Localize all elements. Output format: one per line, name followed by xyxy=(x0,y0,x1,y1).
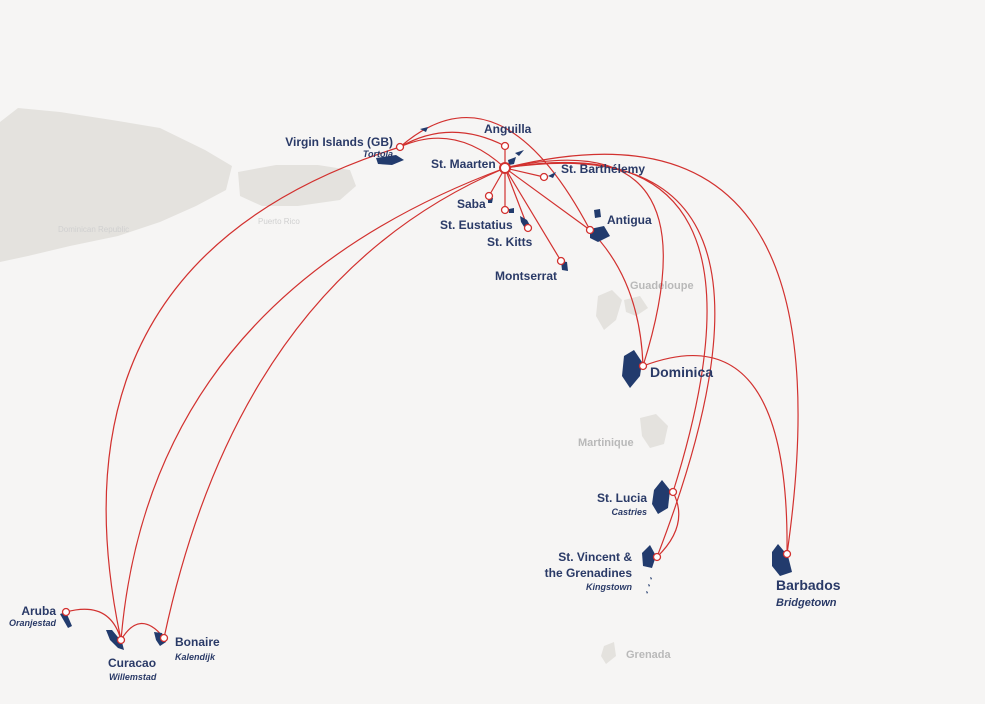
st-kitts-node[interactable] xyxy=(523,223,533,233)
bridgetown-caption: Bridgetown xyxy=(776,597,837,609)
grenada-label: Grenada xyxy=(626,649,672,661)
antigua-node[interactable] xyxy=(585,225,595,235)
puerto-rico-land xyxy=(238,165,356,206)
kalendijk-caption: Kalendijk xyxy=(175,652,216,662)
martinique-land xyxy=(640,414,668,448)
bonaire-label[interactable]: Bonaire xyxy=(175,635,220,649)
st-maarten-island xyxy=(508,157,516,165)
airport-nodes xyxy=(61,141,792,645)
curacao-label[interactable]: Curacao xyxy=(108,656,156,670)
curacao-island xyxy=(106,630,124,650)
route-sxm-dominica xyxy=(504,159,664,367)
aruba-node[interactable] xyxy=(61,607,71,617)
st-lucia-island xyxy=(652,480,670,514)
route-stlucia-stvincent xyxy=(656,491,680,558)
st-maarten-hub-node[interactable] xyxy=(499,162,511,174)
oranjestad-caption: Oranjestad xyxy=(9,618,57,628)
route-dominica-barbados xyxy=(642,355,788,555)
st-lucia-node[interactable] xyxy=(668,487,678,497)
st-vincent-label-line2[interactable]: the Grenadines xyxy=(545,566,633,580)
route-sxm-curacao xyxy=(120,167,506,641)
st-eustatius-island xyxy=(509,208,514,213)
route-sxm-stvincent xyxy=(504,162,716,558)
background-place-labels: Guadeloupe Martinique Grenada Puerto Ric… xyxy=(58,217,694,661)
aruba-island xyxy=(60,612,72,628)
route-tortola-anguilla xyxy=(399,131,506,148)
anguilla-label[interactable]: Anguilla xyxy=(484,122,532,136)
st-eustatius-node[interactable] xyxy=(500,205,510,215)
st-barthelemy-label[interactable]: St. Barthélemy xyxy=(561,162,645,176)
martinique-label: Martinique xyxy=(578,437,634,449)
tortola-node[interactable] xyxy=(395,142,405,152)
st-kitts-label[interactable]: St. Kitts xyxy=(487,235,533,249)
routes xyxy=(65,117,799,641)
barbados-island xyxy=(772,544,792,576)
st-maarten-label[interactable]: St. Maarten xyxy=(431,157,496,171)
tortola-caption: Tortola xyxy=(363,149,393,159)
route-tortola-curacao xyxy=(105,146,401,641)
willemstad-caption: Willemstad xyxy=(109,672,157,682)
route-aruba-curacao xyxy=(65,608,122,641)
st-lucia-label[interactable]: St. Lucia xyxy=(597,491,647,505)
virgin-islands-label[interactable]: Virgin Islands (GB) xyxy=(285,135,393,149)
castries-caption: Castries xyxy=(611,507,647,517)
route-sxm-stbarth xyxy=(504,167,545,178)
route-sxm-tortola xyxy=(399,137,506,169)
route-sxm-montserrat xyxy=(504,167,562,262)
st-vincent-island xyxy=(642,545,656,568)
hispaniola-land xyxy=(0,108,232,262)
puerto-rico-label: Puerto Rico xyxy=(258,217,300,226)
destination-labels: Virgin Islands (GB) Tortola Anguilla St.… xyxy=(9,122,841,682)
guadeloupe-land xyxy=(596,290,648,330)
antigua-label[interactable]: Antigua xyxy=(607,213,652,227)
route-sxm-barbados xyxy=(504,153,799,555)
route-antigua-dominica xyxy=(589,229,644,367)
virgin-islands-island xyxy=(376,127,428,165)
aruba-label[interactable]: Aruba xyxy=(21,604,56,618)
route-sxm-stkitts xyxy=(504,167,529,229)
dominica-label[interactable]: Dominica xyxy=(650,364,713,380)
route-sxm-antigua xyxy=(504,167,591,231)
barbados-label[interactable]: Barbados xyxy=(776,577,841,593)
grenadines-islets xyxy=(646,577,652,594)
dominica-node[interactable] xyxy=(638,361,648,371)
st-barthelemy-island xyxy=(548,172,556,178)
barbados-node[interactable] xyxy=(782,549,792,559)
route-sxm-bonaire xyxy=(163,167,506,639)
st-vincent-node[interactable] xyxy=(652,552,662,562)
st-eustatius-label[interactable]: St. Eustatius xyxy=(440,218,513,232)
curacao-node[interactable] xyxy=(116,635,126,645)
grenada-land xyxy=(601,642,616,664)
saba-node[interactable] xyxy=(484,191,494,201)
anguilla-node[interactable] xyxy=(500,141,510,151)
dominican-republic-label: Dominican Republic xyxy=(58,225,129,234)
kingstown-caption: Kingstown xyxy=(586,582,632,592)
st-vincent-label-line1[interactable]: St. Vincent & xyxy=(558,550,632,564)
st-barthelemy-node[interactable] xyxy=(539,172,549,182)
montserrat-label[interactable]: Montserrat xyxy=(495,269,557,283)
anguilla-island xyxy=(515,150,524,156)
dominica-island xyxy=(622,350,642,388)
montserrat-node[interactable] xyxy=(556,256,566,266)
antigua-island xyxy=(590,209,610,242)
bonaire-node[interactable] xyxy=(159,633,169,643)
saba-label[interactable]: Saba xyxy=(457,197,486,211)
